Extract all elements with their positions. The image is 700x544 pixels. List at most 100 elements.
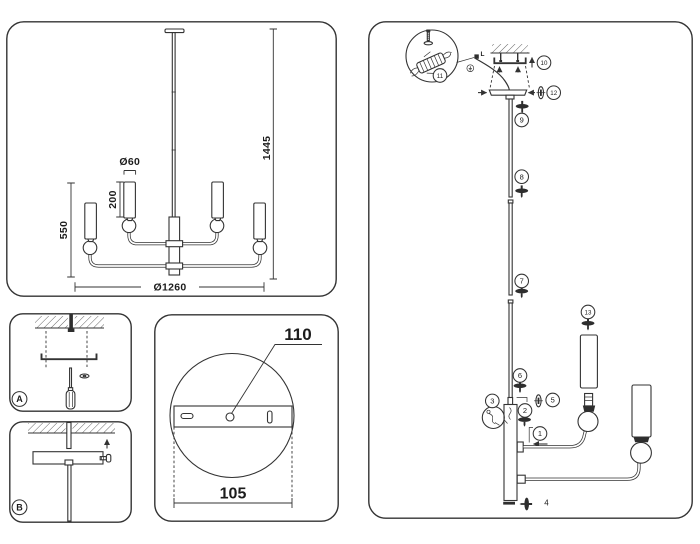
ceiling-hatch <box>492 44 528 53</box>
canopy <box>488 89 528 96</box>
ground-symbol-icon <box>466 64 475 72</box>
leader-line <box>456 57 475 63</box>
step-a-panel: A <box>9 313 132 412</box>
upper-arm-hub <box>165 240 184 248</box>
step-b-badge: B <box>11 499 28 516</box>
terminal-block <box>410 51 452 77</box>
callout-6: 6 <box>512 368 528 383</box>
coupling-8 <box>515 185 529 198</box>
leader-line <box>503 419 508 424</box>
screw-guide-line <box>516 397 528 402</box>
canopy-circle <box>169 352 295 479</box>
dimension-total-height: 1445 <box>261 28 277 280</box>
dimension-plate-width: 105 <box>173 427 293 508</box>
thumbscrew-5 <box>533 394 544 408</box>
internal-wire <box>508 407 512 420</box>
center-hole <box>225 412 235 422</box>
step-a-badge: A <box>11 391 28 407</box>
lamp-shades <box>84 181 266 240</box>
callout-10-label: 10 <box>541 60 548 67</box>
terminal-lug <box>474 54 479 59</box>
sphere-joint <box>577 410 599 433</box>
screw-head <box>426 29 431 33</box>
spec-panel-border <box>6 21 337 297</box>
step-b-letter: B <box>16 503 23 513</box>
canopy-plate-panel: 110 105 <box>154 314 339 522</box>
sphere-joint <box>630 441 652 464</box>
assembly-panel: L <box>368 21 693 519</box>
lamp-socket <box>584 392 594 407</box>
shade-diameter-label: Ø60 <box>119 156 140 168</box>
step-b-panel: B <box>9 421 132 523</box>
callout-3: 3 <box>484 393 500 409</box>
assembly-border <box>368 21 693 519</box>
canopy-hub <box>505 94 515 100</box>
bottom-finial <box>519 497 533 511</box>
slot-left <box>180 412 194 420</box>
lower-arm-assembly <box>516 384 652 484</box>
callout-5-label: 5 <box>551 396 555 405</box>
bolt-head-left <box>499 60 503 62</box>
rod-joints <box>171 91 176 151</box>
finial-13 <box>581 317 595 331</box>
callout-6-label: 6 <box>518 371 522 380</box>
callout-9: 9 <box>514 112 530 128</box>
callout-9-label: 9 <box>520 116 524 125</box>
step-a-border <box>9 313 132 412</box>
chandelier-drawing <box>82 28 268 276</box>
anchor-head <box>67 328 75 332</box>
callout-13-label: 13 <box>585 309 592 316</box>
lamp-shade <box>631 384 652 438</box>
rod-section-1 <box>508 98 513 198</box>
lamp-shade <box>579 334 598 389</box>
hole-spacing-label: 110 <box>284 325 311 344</box>
mounting-strap <box>40 353 98 361</box>
upper-arm-socket <box>516 441 524 453</box>
callout-11-label: 11 <box>437 73 444 80</box>
wire-l-label: L <box>481 51 485 58</box>
callout-11: 11 <box>432 68 448 83</box>
callout-3-label: 3 <box>490 397 494 406</box>
dimension-shade-diameter: Ø60 <box>119 156 140 175</box>
shade-height-label: 200 <box>107 190 119 208</box>
column-neck <box>507 396 514 406</box>
slot-right <box>266 410 273 424</box>
arm-drop-label: 550 <box>58 221 70 239</box>
callout-8: 8 <box>514 169 530 185</box>
dimension-arm-drop: 550 <box>58 182 75 278</box>
side-screw <box>99 453 112 463</box>
arms <box>88 231 262 268</box>
wiring-detail-bubble <box>405 29 475 83</box>
mounting-bar <box>173 405 293 428</box>
center-column <box>503 403 518 502</box>
part-4-label: 4 <box>544 499 549 508</box>
callout-7-label: 7 <box>520 277 524 286</box>
canopy-detail-border <box>154 314 339 522</box>
socket-flange <box>582 405 596 412</box>
anchor-bolts <box>500 53 519 61</box>
canopy-hub <box>64 459 74 466</box>
callout-10: 10 <box>536 55 552 71</box>
threaded-stud <box>66 421 72 450</box>
ceiling-section <box>28 421 115 450</box>
mounting-strap <box>493 57 527 65</box>
dimension-fixture-diameter: Ø1260 <box>74 282 265 294</box>
upper-arm-assembly <box>523 317 599 449</box>
step-b-border <box>9 421 132 523</box>
ceiling-section <box>490 44 530 62</box>
callout-13: 13 <box>580 304 596 320</box>
callout-2-label: 2 <box>523 406 527 415</box>
callout-12: 12 <box>546 85 562 101</box>
callout-5: 5 <box>545 392 561 408</box>
fixture-diameter-label: Ø1260 <box>153 282 186 294</box>
screwdriver <box>65 367 76 410</box>
callout-1-label: 1 <box>538 429 542 438</box>
socket-flange <box>633 437 650 443</box>
callout-1: 1 <box>532 426 548 441</box>
bolt-head-right <box>516 60 520 62</box>
total-height-label: 1445 <box>261 136 273 161</box>
arm-guide-line <box>528 427 533 443</box>
washer <box>79 373 90 379</box>
suspension-rod <box>171 32 176 218</box>
